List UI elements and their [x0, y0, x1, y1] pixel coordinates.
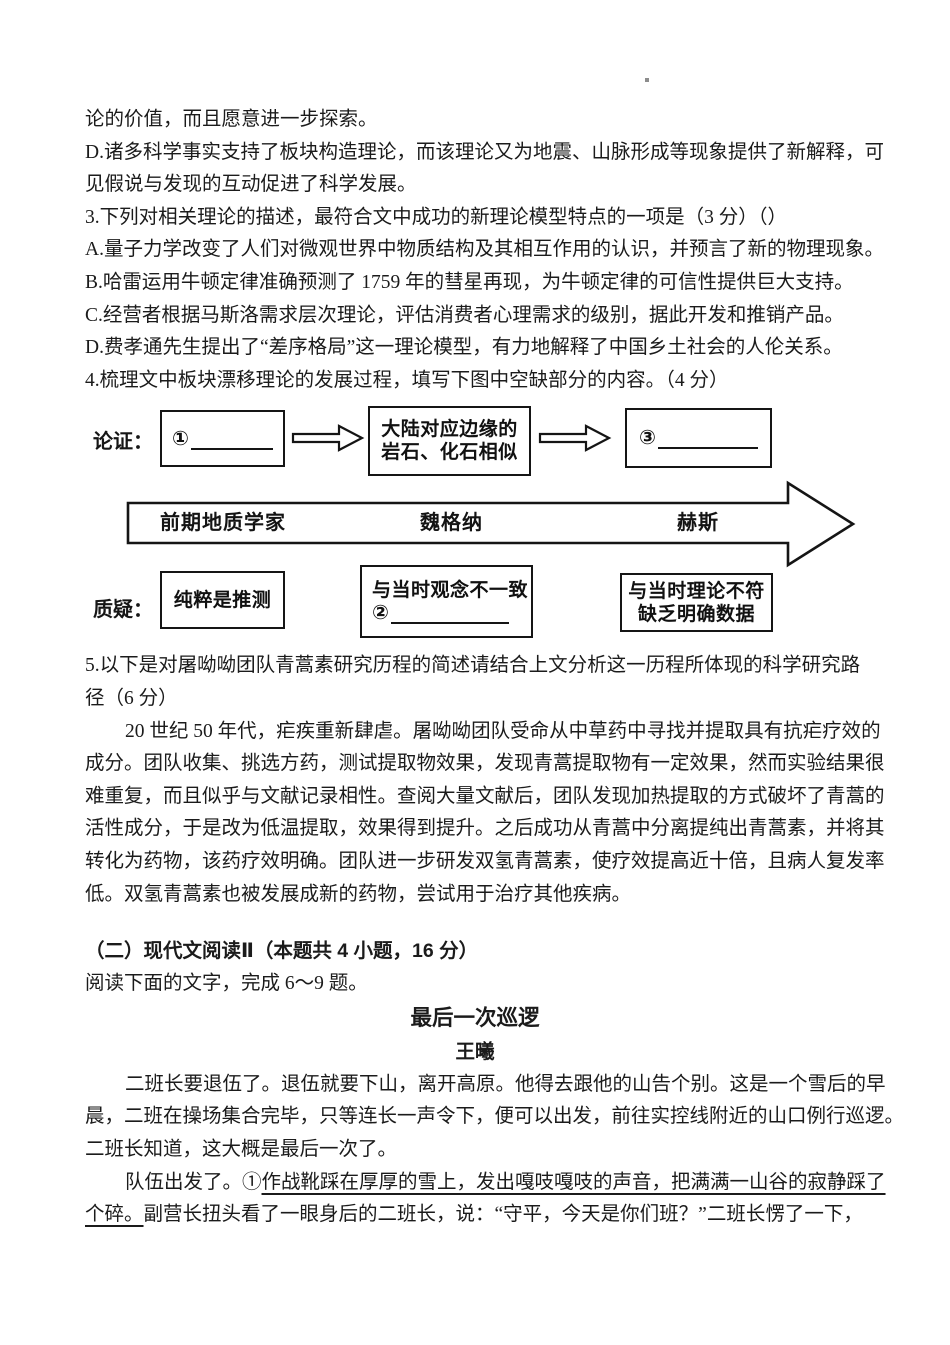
question5-passage-line2: 成分。团队收集、挑选方药，测试提取物效果，发现青蒿提取物有一定效果，然而实验结果…	[85, 753, 885, 775]
box2-text-line2: 岩石、化石相似	[381, 442, 518, 464]
scan-speck-dot	[645, 78, 649, 82]
diagram-box5-doubt-blank: 与当时观念不一致 ②	[360, 565, 533, 639]
right-arrow-icon	[538, 424, 612, 453]
question5-passage-line4: 活性成分，于是改为低温提取，效果得到提升。之后成功从青蒿中分离提纯出青蒿素，并将…	[85, 818, 885, 840]
passage-text-block: 5.以下是对屠呦呦团队青蒿素研究历程的简述请结合上文分析这一历程所体现的科学研究…	[0, 650, 950, 1232]
question4-stem: 4.梳理文中板块漂移理论的发展过程，填写下图中空缺部分的内容。（4 分）	[85, 369, 729, 391]
blank-line-2	[390, 606, 509, 625]
question3-stem: 3.下列对相关理论的描述，最符合文中成功的新理论模型特点的一项是（3 分）（）	[85, 206, 788, 228]
passage-para2-line1: 队伍出发了。①作战靴踩在厚厚的雪上，发出嘎吱嘎吱的声音，把满满一山谷的寂静踩了	[125, 1171, 886, 1193]
passage-para2-line2: 个碎。副营长扭头看了一眼身后的二班长，说：“守平，今天是你们班？”二班长愣了一下…	[85, 1204, 863, 1226]
passage-para1-line3: 二班长知道，这大概是最后一次了。	[85, 1139, 398, 1161]
blank-line-1	[190, 432, 273, 450]
question3-option-d: D.费孝通先生提出了“差序格局”这一理论模型，有力地解释了中国乡土社会的人伦关系…	[85, 337, 843, 359]
question3-option-a: A.量子力学改变了人们对微观世界中物质结构及其相互作用的认识，并预言了新的物理现…	[85, 239, 884, 261]
question2-tail-line: 论的价值，而且愿意进一步探索。	[85, 109, 378, 130]
diagram-box3-blank: ③	[625, 408, 772, 469]
section2-heading: （二）现代文阅读Ⅱ（本题共 4 小题，16 分）	[85, 940, 479, 963]
passage-title: 最后一次巡逻	[410, 1006, 540, 1031]
question-text-block: 论的价值，而且愿意进一步探索。 D.诸多科学事实支持了板块构造理论，而该理论又为地…	[0, 0, 950, 397]
diagram-box4-doubt: 纯粹是推测	[160, 571, 285, 630]
question5-passage-line3: 难重复，而且似乎与文献记录相性。查阅大量文献后，团队发现加热提取的方式破坏了青蒿…	[85, 785, 885, 807]
option-d-line2: 见假说与发现的互动促进了科学发展。	[85, 174, 417, 196]
question5-passage-line5: 转化为药物，该药疗效明确。团队进一步研发双氢青蒿素，使疗效提高近十倍，且病人复发…	[85, 850, 885, 872]
timeline-label-hess: 赫斯	[677, 512, 719, 535]
box5-text-line1: 与当时观念不一致	[372, 580, 529, 602]
timeline-label-early-geologists: 前期地质学家	[160, 512, 286, 535]
question5-passage-line6: 低。双氢青蒿素也被发展成新的药物，尝试用于治疗其他疾病。	[85, 883, 632, 905]
passage-para1-line2: 晨，二班在操场集合完毕，只等连长一声令下，便可以出发，前往实控线附近的山口例行巡…	[85, 1106, 905, 1128]
circled-2-label: ②	[372, 602, 389, 625]
diagram-wrapper: 论证： ① 大陆对应边缘的 岩石、化石相似 ③	[0, 403, 950, 650]
timeline-label-wegener: 魏格纳	[420, 512, 483, 535]
timeline-arrow-icon	[126, 480, 856, 568]
box2-text-line1: 大陆对应边缘的	[381, 419, 518, 441]
box6-text-line1: 与当时理论不符	[628, 580, 765, 602]
diagram-box6-doubt: 与当时理论不符 缺乏明确数据	[620, 573, 773, 633]
section2-instruction: 阅读下面的文字，完成 6～9 题。	[85, 972, 368, 994]
option-d-line1: D.诸多科学事实支持了板块构造理论，而该理论又为地震、山脉形成等现象提供了新解释…	[85, 141, 884, 163]
diagram-row2-label: 质疑：	[93, 599, 153, 622]
box4-text: 纯粹是推测	[173, 589, 272, 611]
question5-stem-line2: 径（6 分）	[85, 687, 178, 709]
blank-line-3	[657, 431, 758, 450]
circled-3-label: ③	[639, 427, 656, 450]
diagram-box1-blank: ①	[160, 410, 285, 468]
question3-option-b: B.哈雷运用牛顿定律准确预测了 1759 年的彗星再现，为牛顿定律的可信性提供巨…	[85, 271, 854, 293]
plate-tectonics-flow-diagram: 论证： ① 大陆对应边缘的 岩石、化石相似 ③	[85, 403, 865, 650]
question5-passage-line1: 20 世纪 50 年代，疟疾重新肆虐。屠呦呦团队受命从中草药中寻找并提取具有抗疟…	[125, 720, 881, 742]
passage-author: 王曦	[455, 1041, 495, 1064]
right-arrow-icon	[291, 424, 365, 453]
box6-text-line2: 缺乏明确数据	[637, 603, 755, 625]
question3-option-c: C.经营者根据马斯洛需求层次理论，评估消费者心理需求的级别，据此开发和推销产品。	[85, 304, 844, 326]
circled-1-label: ①	[172, 427, 189, 450]
diagram-box2-evidence: 大陆对应边缘的 岩石、化石相似	[368, 406, 531, 477]
question5-stem-line1: 5.以下是对屠呦呦团队青蒿素研究历程的简述请结合上文分析这一历程所体现的科学研究…	[85, 655, 861, 677]
diagram-row1-label: 论证：	[93, 431, 153, 454]
passage-para1-line1: 二班长要退伍了。退伍就要下山，离开高原。他得去跟他的山告个别。这是一个雪后的早	[125, 1073, 886, 1095]
